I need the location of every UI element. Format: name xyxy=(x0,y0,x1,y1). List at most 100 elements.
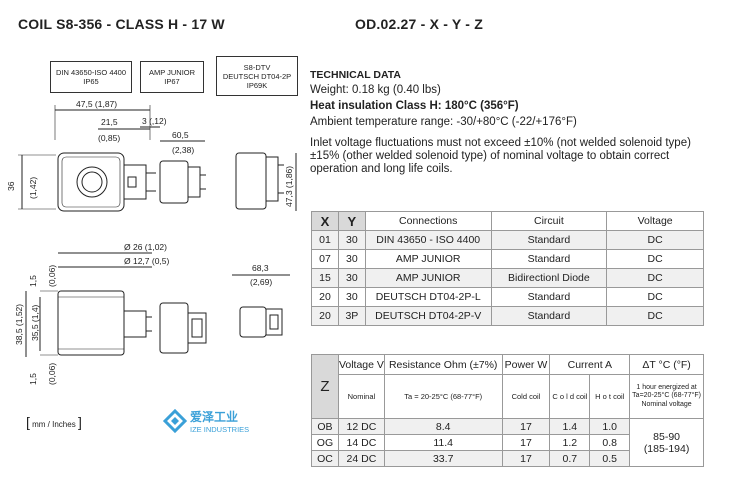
cell-voltage: DC xyxy=(606,268,704,288)
cell-voltage: DC xyxy=(606,230,704,250)
cell-z: OG xyxy=(311,434,339,451)
header-current: Current A xyxy=(549,354,631,375)
connector-box-line: IP69K xyxy=(246,80,268,90)
dim-offset-inch: (0,85) xyxy=(98,133,120,143)
units-bracket-left: [ xyxy=(26,414,30,430)
dim-body-height: 38,5 (1,52) xyxy=(14,304,24,345)
dim-height: 36 xyxy=(6,181,16,191)
cell-x: 07 xyxy=(311,249,339,269)
cell-voltage: 12 DC xyxy=(337,418,385,435)
subheader-cold-coil: Cold coil xyxy=(501,374,551,419)
header-power: Power W xyxy=(501,354,551,375)
connections-table: X Y Connections Circuit Voltage 01 30 DI… xyxy=(311,211,704,326)
connector-box-line: DIN 43650-ISO 4400 xyxy=(55,68,127,77)
connector-box-line: IP65 xyxy=(83,77,99,86)
electrical-table: Z Voltage V Resistance Ohm (±7%) Power W… xyxy=(311,354,704,467)
table-row: 01 30 DIN 43650 - ISO 4400 Standard DC xyxy=(311,230,704,250)
cell-voltage: DC xyxy=(606,249,704,269)
cell-power: 17 xyxy=(501,450,551,467)
header-resistance: Resistance Ohm (±7%) xyxy=(383,354,503,375)
dim-offset: 21,5 xyxy=(101,117,118,127)
header-delta-t: ΔT °C (°F) xyxy=(629,354,704,375)
cell-voltage: DC xyxy=(606,287,704,307)
dim-top-margin-inch: (0,06) xyxy=(47,265,57,287)
cell-power: 17 xyxy=(501,418,551,435)
cell-cold: 0.7 xyxy=(549,450,591,467)
dim-connector-length-inch: (2,69) xyxy=(250,277,272,287)
logo-name: 爱泽工业 xyxy=(190,410,239,424)
dim-width: 47,5 (1,87) xyxy=(76,99,117,109)
dim-bottom-margin: 1,5 xyxy=(28,373,38,385)
weight-text: Weight: 0.18 kg (0.40 lbs) xyxy=(310,84,441,96)
connector-box-line: DEUTSCH DT04-2P xyxy=(222,71,292,81)
cell-y: 3P xyxy=(337,306,366,326)
connector-box-line: AMP JUNIOR xyxy=(148,68,196,77)
company-logo: 爱泽工业 IZE INDUSTRIES xyxy=(162,408,272,438)
cell-z: OB xyxy=(311,418,339,435)
table-row: 15 30 AMP JUNIOR Bidirectionl Diode DC xyxy=(311,268,704,288)
table-row: OB 12 DC 8.4 17 1.4 1.0 85-90 (185-194) xyxy=(311,418,704,467)
cell-x: 15 xyxy=(311,268,339,288)
table-row: 20 30 DEUTSCH DT04-2P-L Standard DC xyxy=(311,287,704,307)
cell-resistance: 8.4 xyxy=(383,418,503,435)
cell-z: OC xyxy=(311,450,339,467)
delta-value-f: (185-194) xyxy=(643,442,690,455)
cell-resistance: 11.4 xyxy=(383,434,503,451)
dim-outer-diameter: Ø 26 (1,02) xyxy=(124,242,167,252)
table-row: OG 14 DC 11.4 17 1.2 0.8 xyxy=(311,434,704,451)
cell-hot: 1.0 xyxy=(589,418,631,435)
dim-top-margin: 1,5 xyxy=(28,275,38,287)
cell-voltage: 14 DC xyxy=(337,434,385,451)
cell-power: 17 xyxy=(501,434,551,451)
technical-drawing: 47,5 (1,87) 21,5 (0,85) 3 (,12) 60,5 (2,… xyxy=(6,99,297,385)
cell-x: 20 xyxy=(311,306,339,326)
table-row: 20 3P DEUTSCH DT04-2P-V Standard DC xyxy=(311,306,704,326)
subheader-ta: Ta = 20-25°C (68-77°F) xyxy=(383,374,503,419)
header-x: X xyxy=(311,211,339,231)
delta-value: 85-90 xyxy=(653,430,681,443)
subheader-delta: 1 hour energized at Ta=20-25°C (68-77°F)… xyxy=(629,374,704,419)
cell-hot: 0.8 xyxy=(589,434,631,451)
dim-height-inch: (1,42) xyxy=(28,177,38,199)
cell-circuit: Standard xyxy=(490,287,608,307)
table-row: OC 24 DC 33.7 17 0.7 0.5 xyxy=(311,450,704,467)
header-connections: Connections xyxy=(364,211,492,231)
insulation-text: Heat insulation Class H: 180°C (356°F) xyxy=(310,100,519,112)
connector-box-line: S8-DTV xyxy=(243,62,271,72)
technical-data-title: TECHNICAL DATA xyxy=(310,69,401,81)
cell-circuit: Standard xyxy=(490,230,608,250)
cell-delta: 85-90 (185-194) xyxy=(629,418,704,467)
cell-y: 30 xyxy=(337,249,366,269)
cell-connections: DEUTSCH DT04-2P-V xyxy=(364,306,492,326)
voltage-note: Inlet voltage fluctuations must not exce… xyxy=(310,137,691,175)
cell-y: 30 xyxy=(337,230,366,250)
dim-length: 60,5 xyxy=(172,130,189,140)
product-title: COIL S8-356 - CLASS H - 17 W xyxy=(18,16,225,32)
cell-connections: DIN 43650 - ISO 4400 xyxy=(364,230,492,250)
cell-connections: AMP JUNIOR xyxy=(364,268,492,288)
cell-x: 01 xyxy=(311,230,339,250)
dim-bottom-margin-inch: (0,06) xyxy=(47,363,57,385)
cell-voltage: 24 DC xyxy=(337,450,385,467)
units-text: mm / Inches xyxy=(32,420,76,429)
header-voltage: Voltage xyxy=(606,211,704,231)
cell-connections: AMP JUNIOR xyxy=(364,249,492,269)
cell-circuit: Bidirectionl Diode xyxy=(490,268,608,288)
cell-y: 30 xyxy=(337,287,366,307)
subheader-nominal: Nominal xyxy=(337,374,385,419)
header-voltage-v: Voltage V xyxy=(337,354,385,375)
subheader-hot: H o t coil xyxy=(589,374,631,419)
dim-inner-diameter: Ø 12,7 (0,5) xyxy=(124,256,170,266)
dim-connector-length: 68,3 xyxy=(252,263,269,273)
units-note: [ mm / Inches ] xyxy=(26,414,82,430)
cell-resistance: 33.7 xyxy=(383,450,503,467)
logo-subtitle: IZE INDUSTRIES xyxy=(190,425,250,434)
order-code: OD.02.27 - X - Y - Z xyxy=(355,16,483,32)
ambient-text: Ambient temperature range: -30/+80°C (-2… xyxy=(310,116,577,128)
subheader-cold: C o l d coil xyxy=(549,374,591,419)
cell-circuit: Standard xyxy=(490,306,608,326)
logo-icon xyxy=(162,408,188,434)
cell-y: 30 xyxy=(337,268,366,288)
connector-box-din: DIN 43650-ISO 4400 IP65 xyxy=(50,61,132,93)
units-bracket-right: ] xyxy=(77,414,82,430)
